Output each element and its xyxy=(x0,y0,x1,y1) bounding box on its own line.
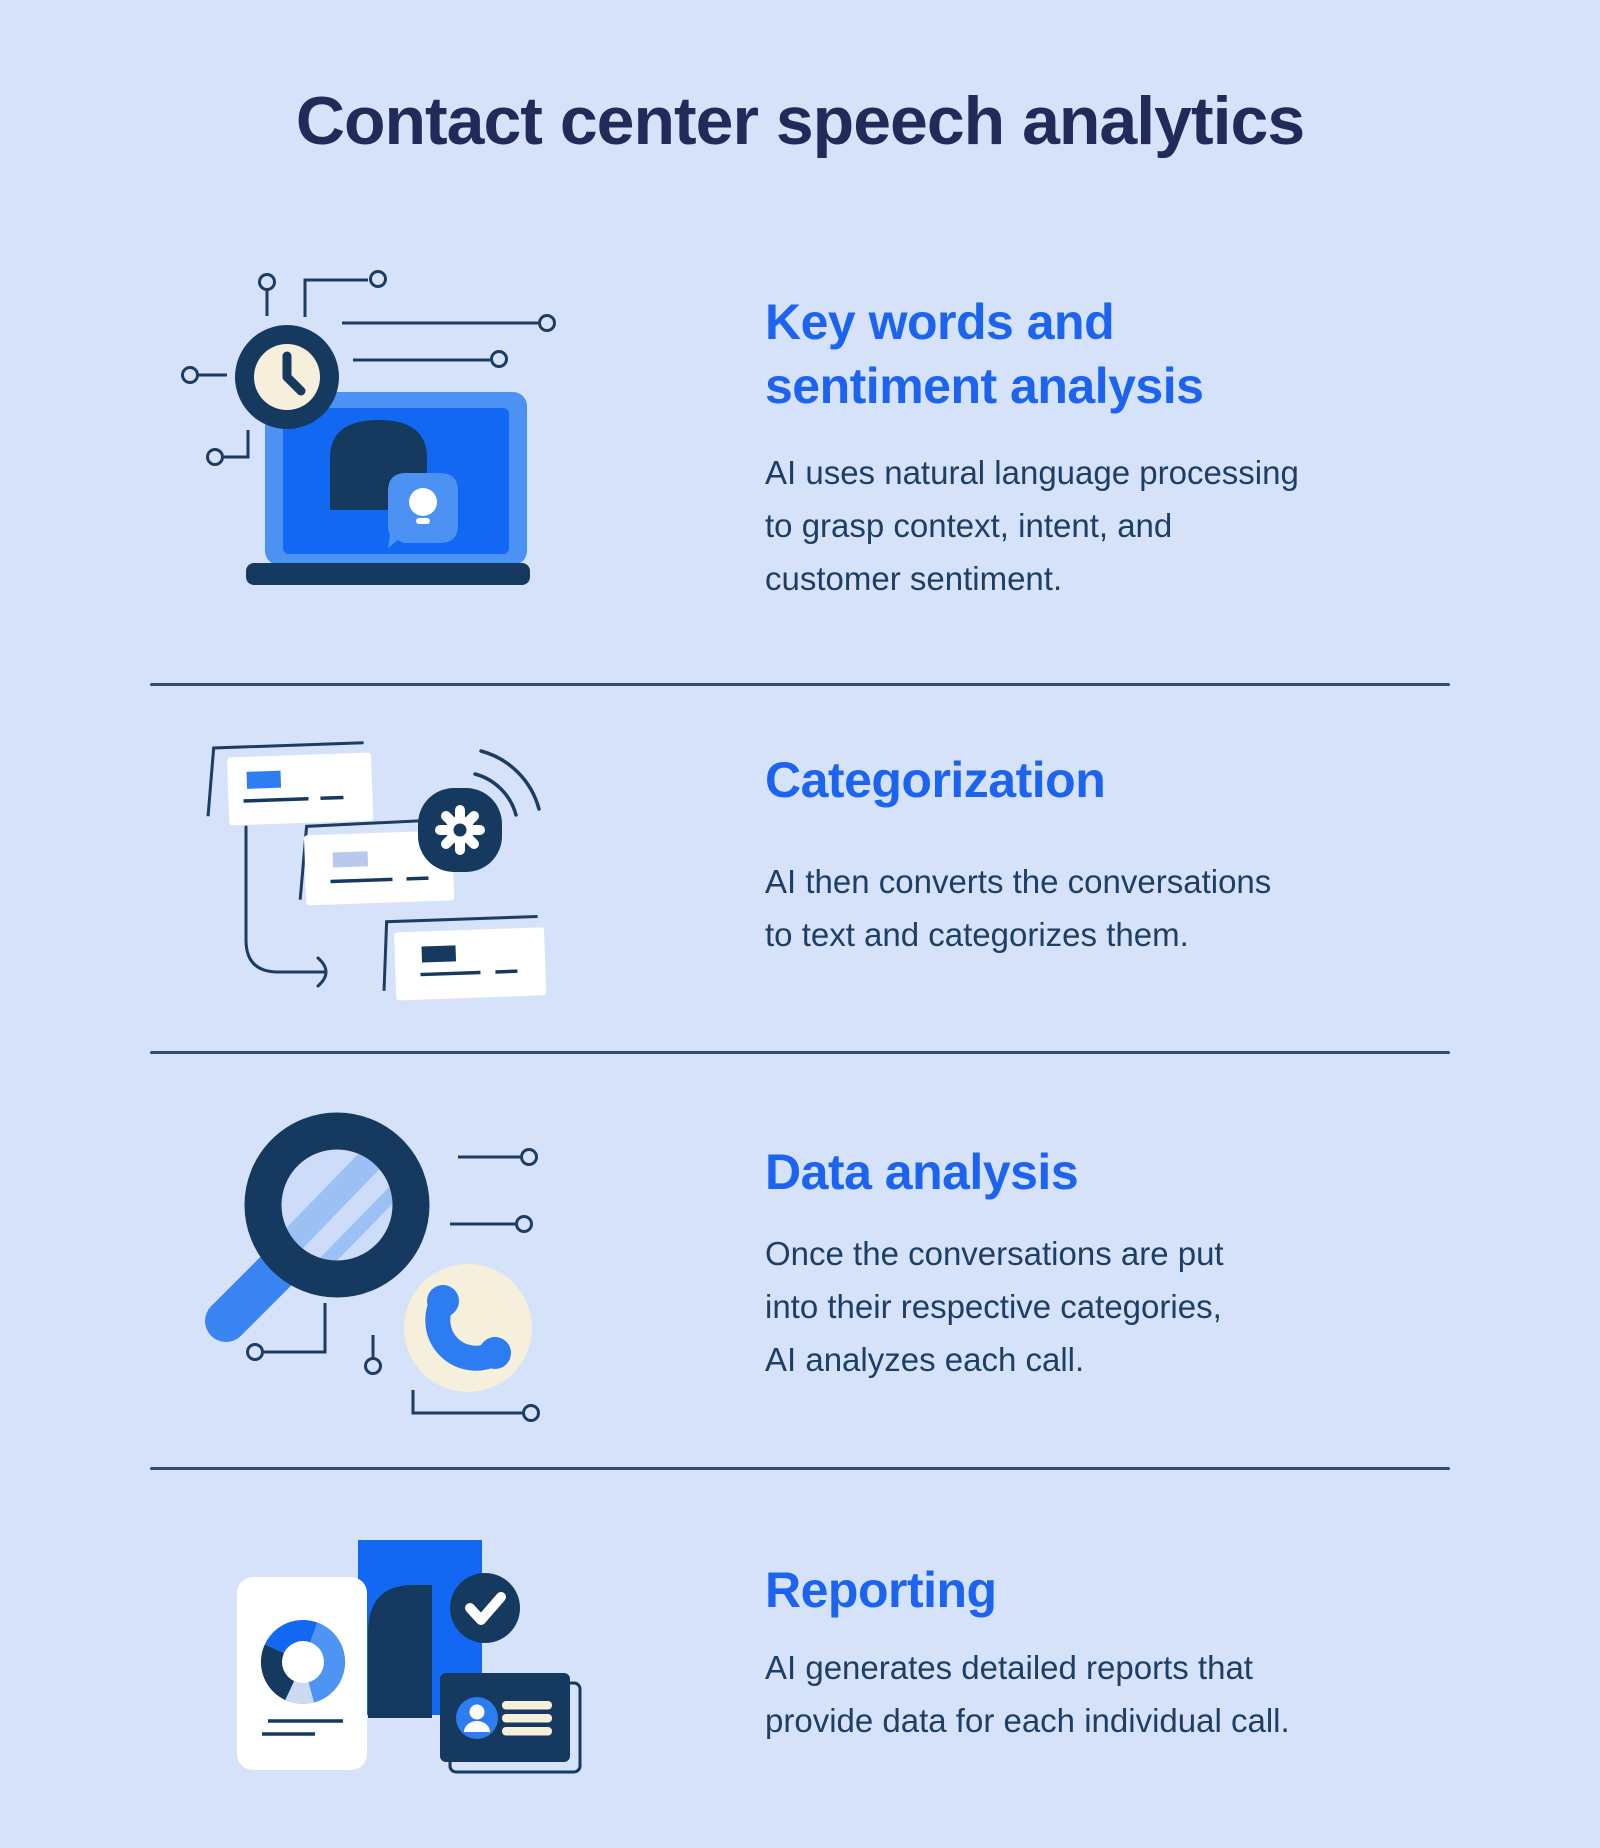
section-body-reporting: AI generates detailed reports that provi… xyxy=(765,1649,1290,1739)
clock-icon xyxy=(235,325,339,429)
report-document-icon xyxy=(237,1577,367,1770)
section-heading-categorization: Categorization xyxy=(765,752,1106,808)
donut-chart-icon xyxy=(260,1619,346,1705)
circuit-lines-icon xyxy=(181,270,556,466)
id-card-icon xyxy=(440,1673,582,1774)
avatar-icon xyxy=(456,1697,498,1739)
document-card-icon xyxy=(382,914,547,1001)
document-card-icon xyxy=(206,741,374,826)
flow-arrow-icon xyxy=(244,825,328,988)
magnifier-icon xyxy=(205,1112,430,1342)
blob-shape xyxy=(368,1585,432,1718)
section-heading-data-analysis: Data analysis xyxy=(765,1144,1079,1200)
section-body-keywords: AI uses natural language processing to g… xyxy=(765,454,1299,597)
checkmark-icon xyxy=(450,1573,520,1643)
section-heading-reporting: Reporting xyxy=(765,1562,997,1618)
report-idcard-illustration xyxy=(190,1535,630,1845)
signal-arcs-icon xyxy=(473,749,541,817)
phone-icon xyxy=(404,1264,532,1392)
circuit-lines-icon xyxy=(246,1148,540,1422)
lightbulb-icon xyxy=(388,473,458,548)
section-body-data-analysis: Once the conversations are put into thei… xyxy=(765,1235,1224,1378)
page-title: Contact center speech analytics xyxy=(295,83,1305,159)
laptop-clock-illustration xyxy=(140,210,580,600)
section-divider xyxy=(150,683,1450,686)
section-divider xyxy=(150,1051,1450,1054)
document-card-icon xyxy=(298,817,455,906)
section-divider xyxy=(150,1467,1450,1470)
section-heading-keywords: Key words and sentiment analysis xyxy=(765,294,1204,414)
section-body-categorization: AI then converts the conversations to te… xyxy=(765,863,1272,953)
magnifier-phone-illustration xyxy=(150,1090,620,1470)
documents-gear-illustration xyxy=(150,725,600,1005)
gear-icon xyxy=(418,788,502,872)
laptop-icon xyxy=(246,392,530,585)
